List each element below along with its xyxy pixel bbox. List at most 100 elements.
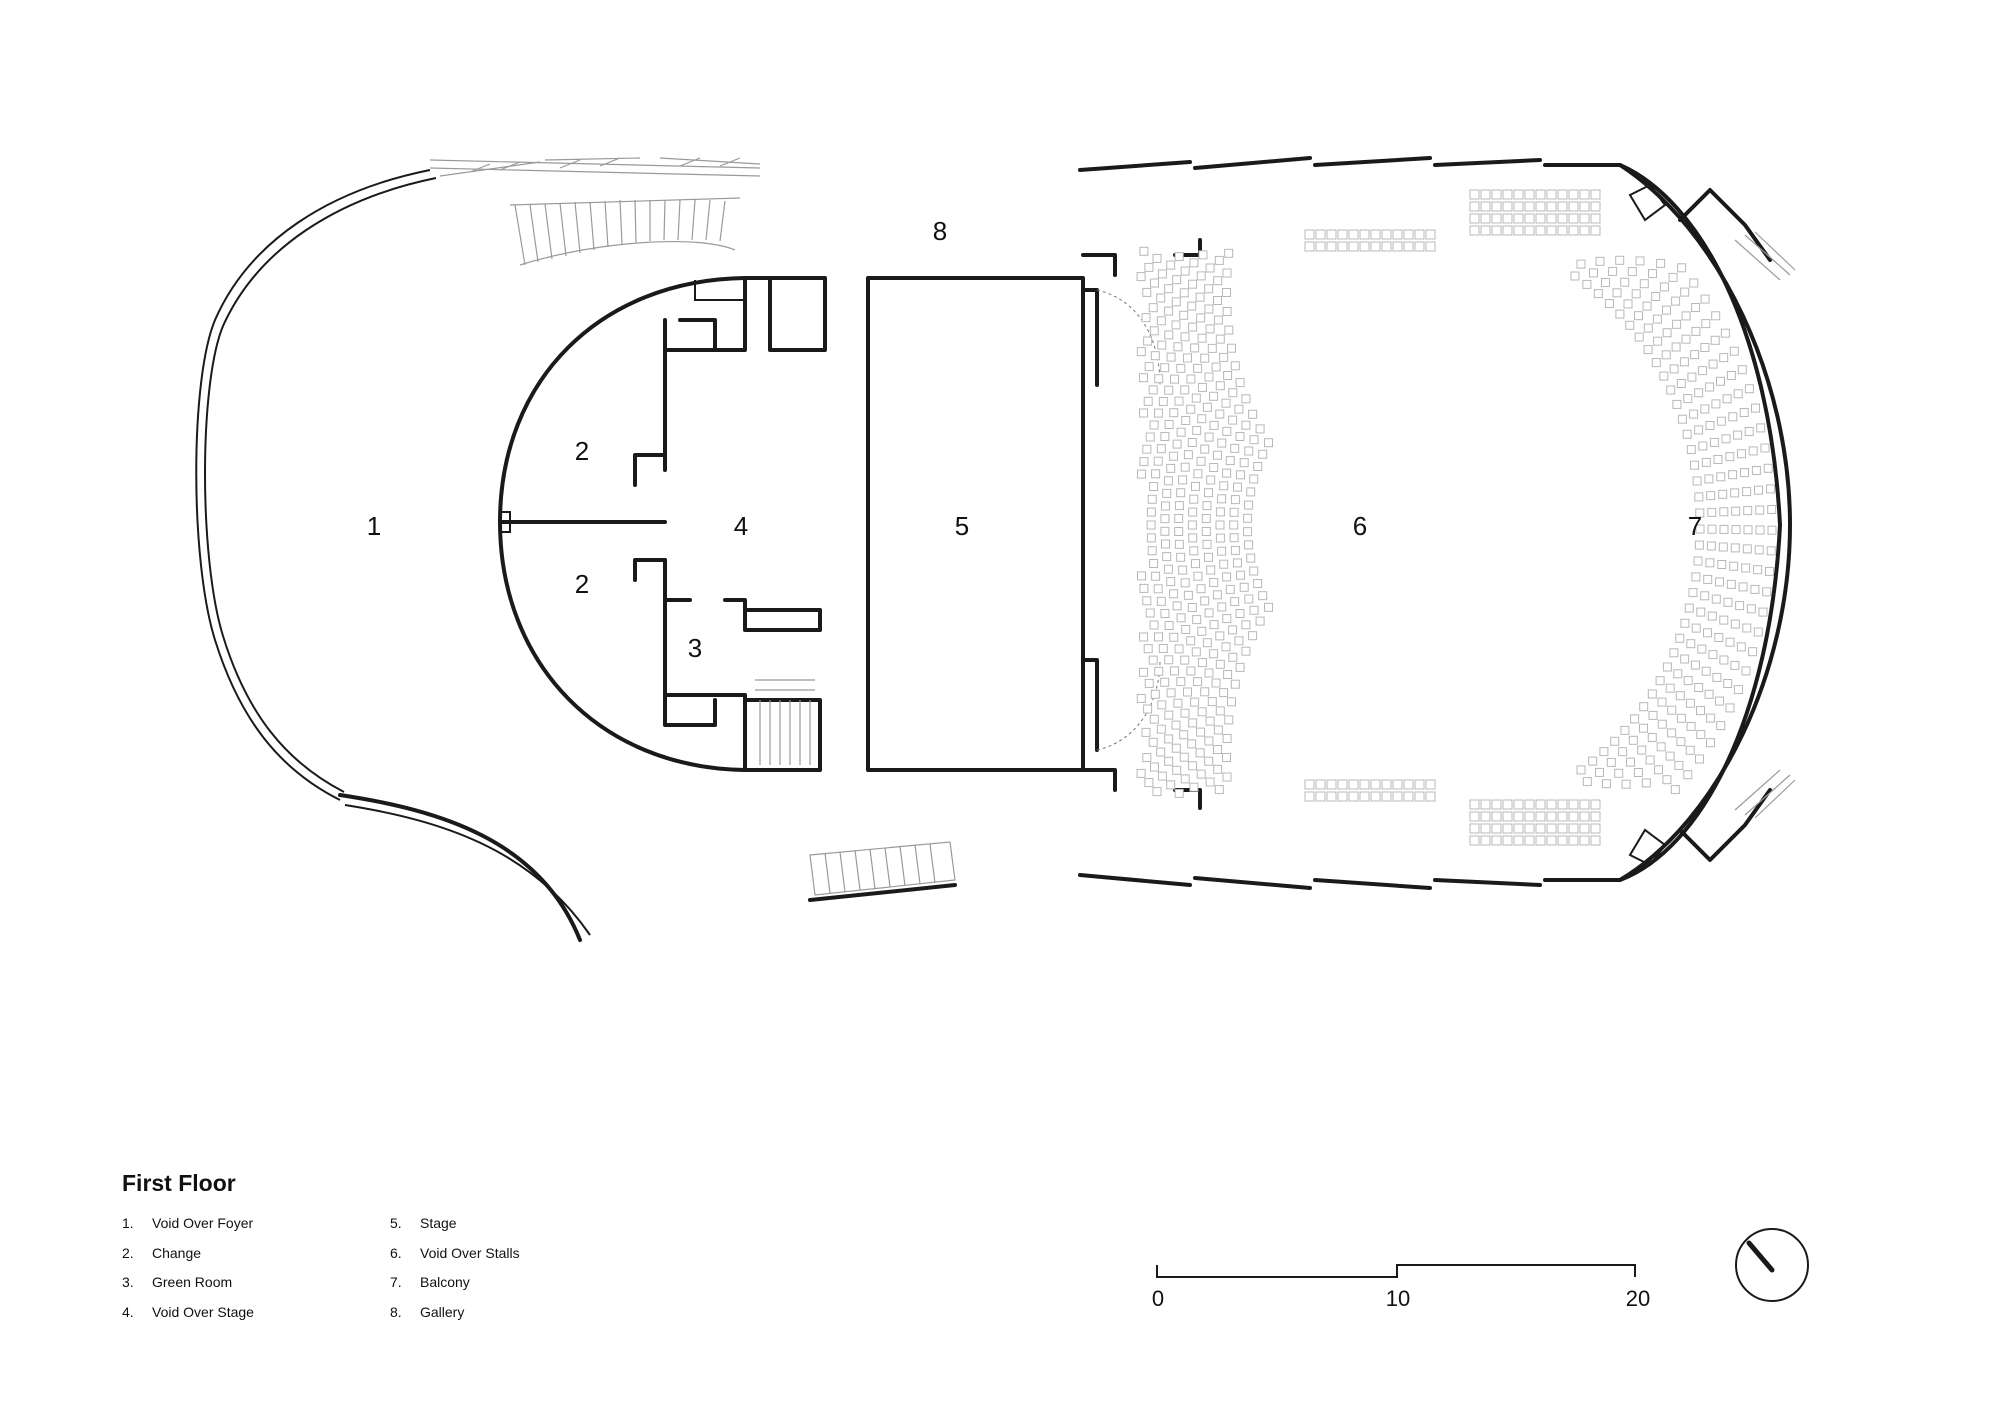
seat [1595,256,1605,266]
seat [1579,201,1590,212]
seat [1160,432,1170,441]
seat [1601,278,1610,287]
seat [1692,476,1702,486]
seat [1546,213,1557,224]
seat [1691,623,1701,633]
seat [1623,299,1633,309]
seat [1698,441,1708,451]
seat [1682,429,1692,439]
seat [1691,303,1701,312]
seat [1694,492,1704,502]
seat [1139,667,1148,677]
seat [1535,823,1546,834]
seat [1711,311,1721,321]
seat [1304,229,1315,240]
seat [1676,379,1686,388]
seat [1579,823,1590,834]
seat [1381,241,1392,252]
seat [1204,284,1214,294]
seat [1348,791,1359,802]
seat [1728,412,1738,422]
seat [1166,260,1176,270]
seat [1211,362,1221,372]
seat [1729,346,1739,356]
seat [1735,601,1745,611]
foyer-curve-wall [338,793,582,942]
seat [1688,588,1698,598]
seat [1244,594,1254,604]
seat [1712,672,1722,682]
legend-item: 4.Void Over Stage [122,1303,254,1320]
seat [1143,704,1153,714]
seat [1546,201,1557,212]
seat [1767,525,1777,535]
seat [1209,578,1219,587]
seat [1171,297,1181,307]
room-number-6: 6 [1353,511,1367,541]
seat [1191,559,1200,569]
seat [1204,668,1214,678]
seat [1359,791,1370,802]
seat [1241,394,1251,404]
seat [1425,791,1436,802]
seat [1233,558,1242,568]
seat [1716,721,1726,731]
seat [1164,385,1174,395]
seat [1224,248,1234,258]
seat [1230,545,1240,555]
seat [1546,823,1557,834]
seat [1672,399,1682,409]
seat [1513,823,1524,834]
legend-item: 2.Change [122,1244,202,1261]
seat [1264,602,1273,612]
seat [1579,835,1590,846]
seat [1751,466,1761,475]
seat [1715,696,1724,706]
seat [1588,756,1598,766]
seat [1178,565,1188,575]
seat [1189,494,1199,504]
seat [1179,752,1189,762]
seat [1201,514,1211,523]
seat [1676,713,1686,723]
seat [1568,811,1579,822]
seat [1164,734,1174,744]
seat [1480,225,1491,236]
legend-item: 8.Gallery [390,1303,465,1320]
seat [1179,730,1189,740]
seat [1535,189,1546,200]
seat [1236,570,1245,580]
seat [1469,835,1480,846]
seat [1763,463,1773,473]
seat [1188,279,1198,289]
seat [1222,772,1232,782]
seat [1191,481,1200,491]
seat [1180,266,1190,276]
seat [1180,332,1190,342]
seat [1686,639,1696,649]
seat [1170,666,1179,676]
seat [1535,799,1546,810]
seat [1154,632,1163,642]
seat [1744,384,1754,394]
backstage-block [498,276,827,772]
seat [1707,507,1717,517]
seat [1161,539,1170,549]
seat [1212,590,1222,600]
seat [1535,811,1546,822]
seat [1219,481,1229,491]
seat [1149,620,1159,630]
seat [1615,255,1625,265]
seat [1414,229,1425,240]
seat [1491,835,1502,846]
seat [1705,421,1715,430]
seat [1703,628,1712,638]
seat [1686,721,1696,731]
seat [1139,408,1148,418]
seat [1171,743,1181,753]
seat [1686,445,1696,455]
seat [1524,189,1535,200]
seat [1502,799,1513,810]
seat [1217,438,1227,448]
seat [1227,343,1236,353]
